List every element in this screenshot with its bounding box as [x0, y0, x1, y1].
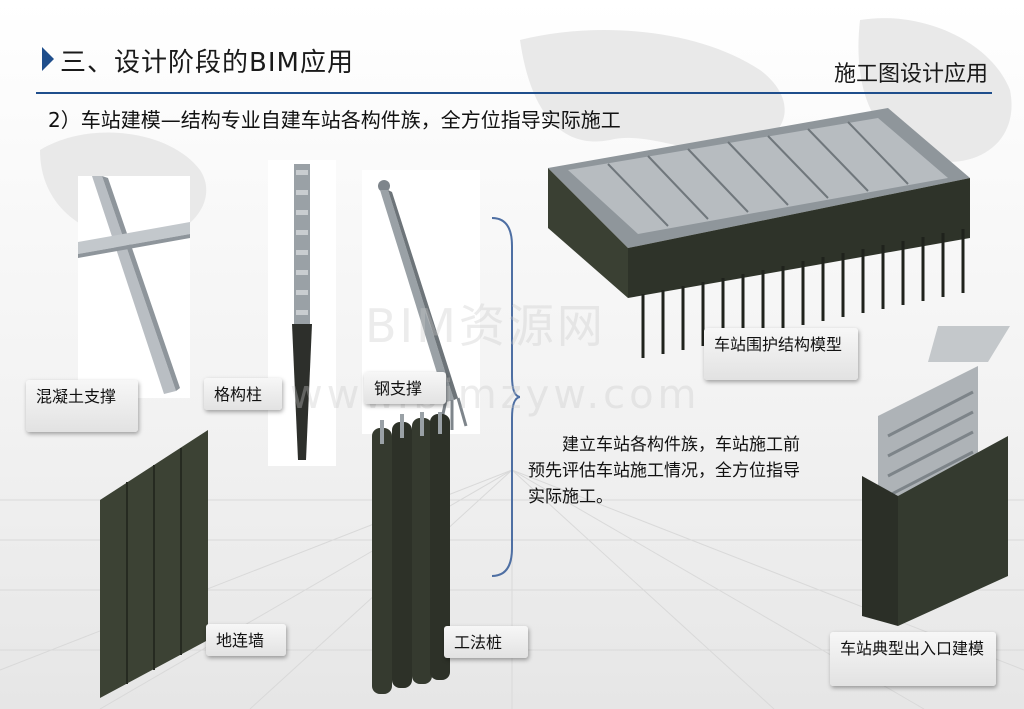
watermark-text: BIM资源网 — [365, 299, 606, 353]
caption-concrete-support: 混凝土支撑 — [26, 380, 138, 432]
header-divider — [36, 92, 992, 94]
section-label: 施工图设计应用 — [833, 62, 988, 87]
station-entrance-model-image — [858, 326, 1010, 630]
title-arrow-icon — [42, 47, 54, 71]
station-envelope-model-image — [548, 108, 970, 370]
lattice-column-image — [268, 160, 336, 466]
caption-station-envelope: 车站围护结构模型 — [704, 328, 858, 380]
grouping-brace — [491, 217, 520, 577]
watermark-url: www.bimzyw.com — [290, 372, 701, 418]
diaphragm-wall-image — [90, 430, 210, 700]
caption-lattice-column: 格构柱 — [204, 378, 282, 410]
description-text: 建立车站各构件族，车站施工前预先评估车站施工情况，全方位指导实际施工。 — [528, 435, 800, 507]
caption-station-entrance: 车站典型出入口建模 — [830, 632, 996, 686]
concrete-support-image — [78, 176, 190, 398]
page-subtitle: 2）车站建模—结构专业自建车站各构件族，全方位指导实际施工 — [48, 108, 621, 132]
method-pile-image — [370, 412, 452, 694]
page-title: 三、设计阶段的BIM应用 — [60, 48, 354, 78]
caption-method-pile: 工法桩 — [444, 626, 528, 658]
caption-steel-support: 钢支撑 — [364, 372, 446, 404]
caption-diaphragm-wall: 地连墙 — [206, 624, 286, 656]
